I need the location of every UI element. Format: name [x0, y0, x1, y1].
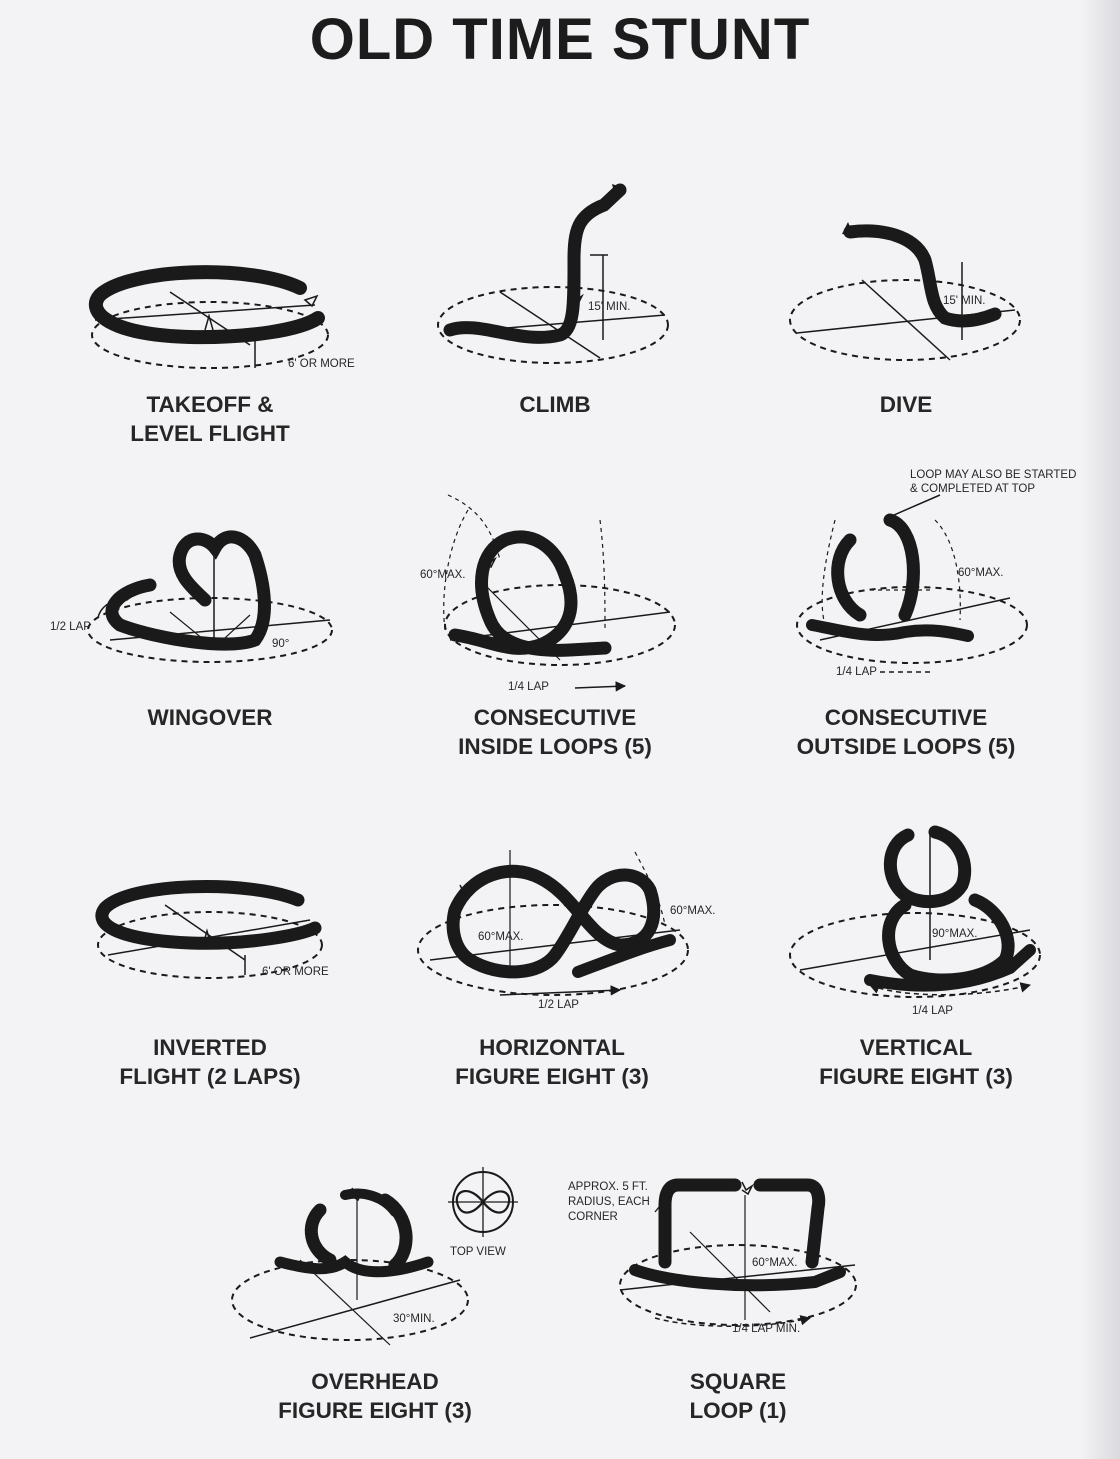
page-edge-shadow: [1080, 0, 1120, 1459]
overhead-eight-note-angle: 30°MIN.: [393, 1313, 435, 1325]
square-loop-note-1: APPROX. 5 FT.: [568, 1181, 648, 1193]
inverted-note-height: 6' OR MORE: [262, 966, 329, 978]
diagram-square-loop: APPROX. 5 FT. RADIUS, EACH CORNER 60°MAX…: [568, 1178, 857, 1335]
caption-wingover: WINGOVER: [147, 705, 273, 730]
diagram-dive: 15' MIN.: [789, 222, 1021, 361]
takeoff-note-height: 6' OR MORE: [288, 358, 355, 370]
vertical-eight-note-lap: 1/4 LAP: [912, 1005, 953, 1017]
diagram-horizontal-eight: 60°MAX. 60°MAX. 1/2 LAP: [417, 850, 716, 1011]
caption-takeoff: TAKEOFF &LEVEL FLIGHT: [130, 392, 290, 446]
vertical-eight-note-angle: 90°MAX.: [932, 928, 978, 940]
outside-loops-note-1: LOOP MAY ALSO BE STARTED: [910, 469, 1076, 481]
diagram-takeoff: 6' OR MORE: [88, 265, 355, 370]
square-loop-note-3: CORNER: [568, 1211, 618, 1223]
diagram-vertical-eight: 90°MAX. 1/4 LAP: [789, 825, 1041, 1017]
diagram-overhead-eight: TOP VIEW 30°MIN.: [231, 1167, 518, 1346]
caption-dive: DIVE: [879, 392, 933, 417]
wingover-note-lap: 1/2 LAP: [50, 621, 91, 633]
diagram-inverted: 6' OR MORE: [95, 880, 329, 979]
dive-note-height: 15' MIN.: [943, 295, 985, 307]
top-view-icon: [448, 1167, 518, 1237]
outside-loops-note-2: & COMPLETED AT TOP: [910, 483, 1035, 495]
diagram-wingover: 1/2 LAP 90°: [50, 530, 333, 663]
overhead-eight-note-topview: TOP VIEW: [450, 1246, 506, 1258]
square-loop-note-lap: 1/4 LAP MIN.: [732, 1323, 800, 1335]
diagram-inside-loops: 60°MAX. 1/4 LAP: [420, 494, 676, 693]
inside-loops-note-lap: 1/4 LAP: [508, 681, 549, 693]
square-loop-note-angle: 60°MAX.: [752, 1257, 798, 1269]
climb-note-height: 15' MIN.: [588, 301, 630, 313]
inside-loops-note-angle: 60°MAX.: [420, 569, 466, 581]
diagram-climb: 15' MIN.: [437, 183, 669, 364]
page-title: OLD TIME STUNT: [309, 7, 811, 72]
caption-climb: CLIMB: [519, 392, 591, 417]
wingover-note-angle: 90°: [272, 638, 289, 650]
horizontal-eight-note-angle-1: 60°MAX.: [478, 931, 524, 943]
outside-loops-note-angle: 60°MAX.: [958, 567, 1004, 579]
horizontal-eight-note-lap: 1/2 LAP: [538, 999, 579, 1011]
square-loop-note-2: RADIUS, EACH: [568, 1196, 650, 1208]
horizontal-eight-note-angle-2: 60°MAX.: [670, 905, 716, 917]
outside-loops-note-lap: 1/4 LAP: [836, 666, 877, 678]
diagram-outside-loops: LOOP MAY ALSO BE STARTED & COMPLETED AT …: [796, 469, 1076, 678]
